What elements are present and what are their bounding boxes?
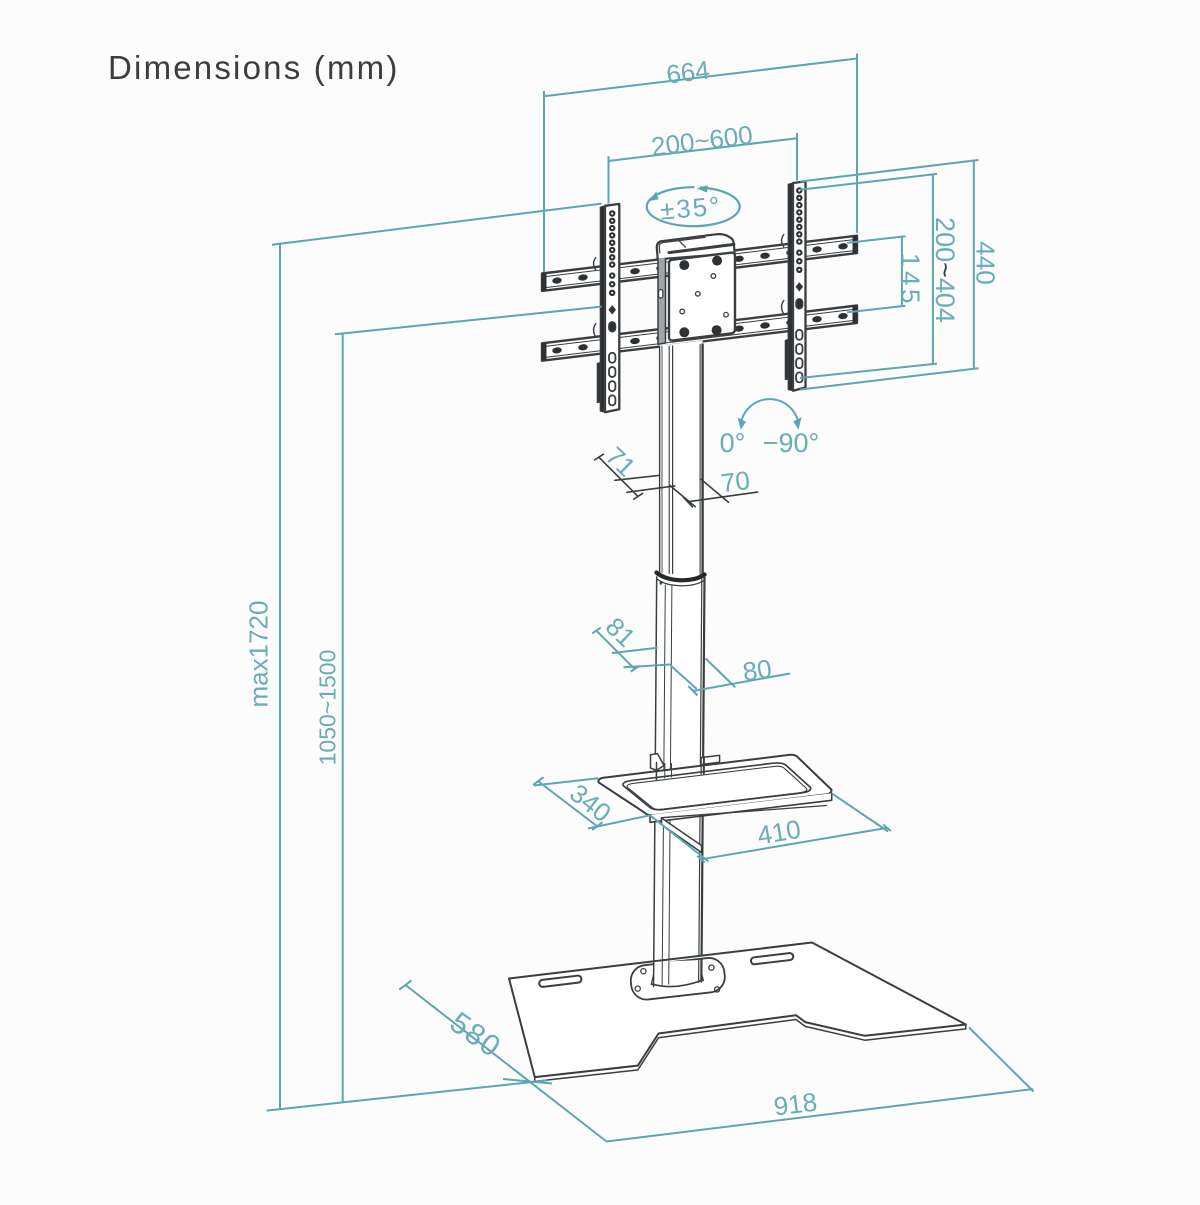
- svg-text:200~404: 200~404: [930, 217, 960, 323]
- svg-text:Dimensions (mm): Dimensions (mm): [108, 49, 400, 86]
- svg-text:0°: 0°: [720, 428, 746, 458]
- svg-text:±35°: ±35°: [659, 190, 723, 225]
- svg-text:1050~1500: 1050~1500: [315, 650, 341, 766]
- svg-text:664: 664: [665, 55, 712, 90]
- svg-text:80: 80: [741, 653, 774, 687]
- svg-text:70: 70: [719, 465, 751, 498]
- svg-text:max1720: max1720: [244, 601, 274, 708]
- svg-text:918: 918: [772, 1087, 819, 1122]
- svg-text:145: 145: [896, 253, 926, 307]
- svg-text:440: 440: [971, 241, 1001, 284]
- svg-text:−90°: −90°: [763, 428, 820, 458]
